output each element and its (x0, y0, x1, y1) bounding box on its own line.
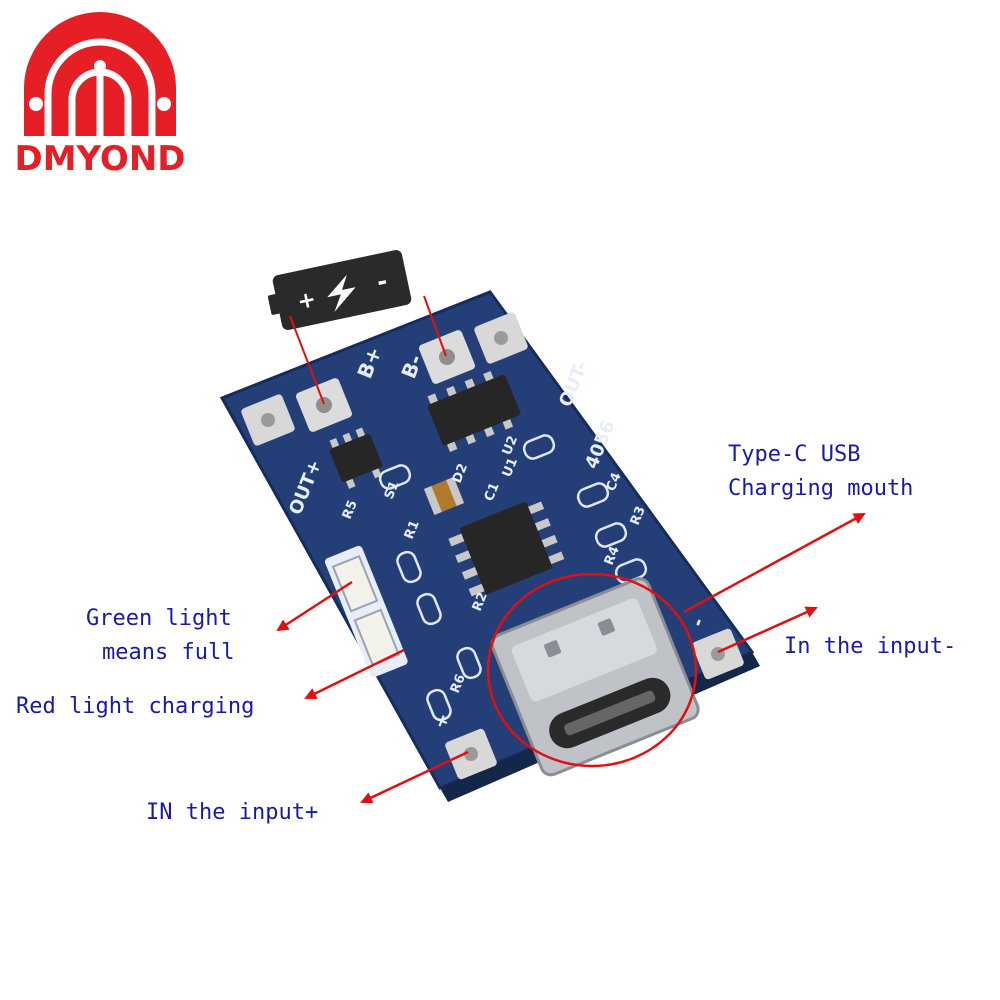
annotation-arrows (276, 512, 866, 804)
label-in-minus: In the input- (784, 634, 957, 659)
battery-icon: + - (267, 250, 412, 330)
silk-d2: D2 (450, 461, 471, 485)
silk-c1: C1 (482, 481, 503, 504)
arrow-in-minus (717, 606, 818, 654)
silk-c4: C4 (604, 471, 625, 494)
label-green-line1: Green light (86, 606, 232, 631)
brand-logo: DMYOND (14, 12, 186, 179)
silk-out-minus: OUT- (555, 358, 592, 409)
battery-lead-plus (289, 315, 325, 405)
pads (241, 312, 744, 780)
label-green-line2: means full (102, 640, 235, 665)
silk-u2: U2 (500, 434, 521, 458)
chips (329, 370, 565, 597)
chip-tp4056 (448, 501, 565, 597)
arrow-in-plus (360, 750, 469, 804)
silk-r3: R3 (628, 504, 649, 527)
usb-c-connector (490, 577, 700, 777)
brand-emblem-icon (24, 12, 176, 136)
chip-sot23 (329, 427, 383, 489)
label-red: Red light charging (16, 694, 255, 719)
arrow-red (304, 648, 405, 700)
usb-highlight-circle (486, 572, 698, 768)
arrow-green (276, 580, 353, 632)
silk-r5: R5 (340, 498, 361, 521)
capacitor-c1 (423, 477, 465, 515)
silk-u1: U1 (500, 456, 521, 480)
label-usb-line1: Type-C USB (728, 442, 861, 467)
battery-plus: + (295, 287, 318, 315)
arrow-usb (683, 512, 866, 614)
silk-r4: R4 (602, 544, 623, 567)
label-usb-line2: Charging mouth (728, 476, 914, 501)
smd-outlines (378, 434, 648, 722)
silk-r2: R2 (470, 590, 491, 613)
silk-s1: S1 (382, 479, 403, 502)
label-in-plus: IN the input+ (146, 800, 319, 825)
chip-dw01 (427, 370, 521, 453)
silk-r6: R6 (448, 672, 469, 695)
brand-name: DMYOND (14, 139, 185, 179)
silk-r1: R1 (402, 518, 423, 541)
silk-in-plus: + (429, 710, 454, 732)
battery-lead-minus (423, 295, 447, 357)
